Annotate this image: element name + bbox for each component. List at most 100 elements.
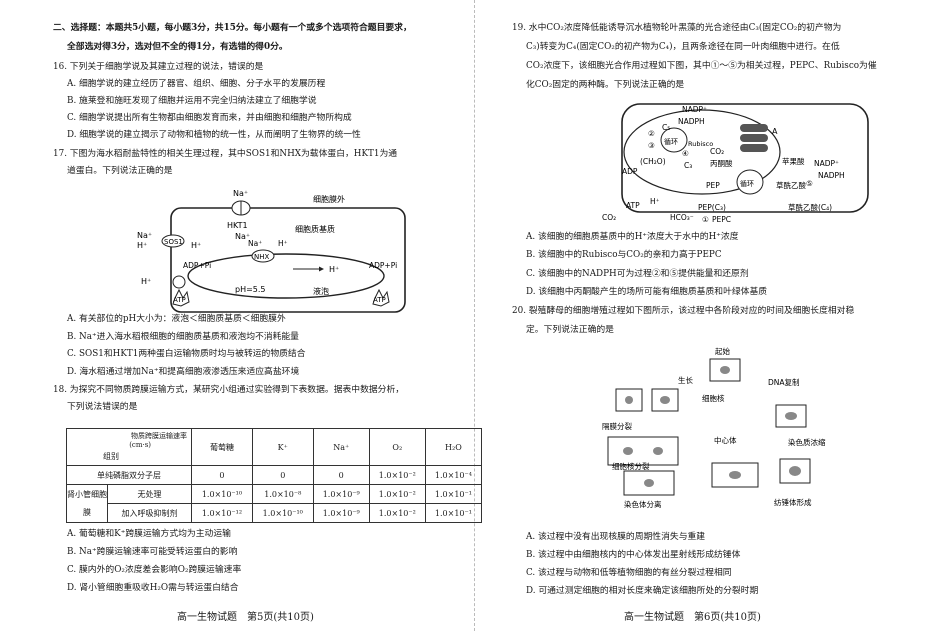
fig19-c5: C₅ xyxy=(662,123,670,132)
row3-v4: 1.0×10⁻¹ xyxy=(424,503,483,523)
fig20-nucdiv: 细胞核分裂 xyxy=(612,461,650,471)
fig17-cytosol: 细胞质基质 xyxy=(295,224,335,234)
fig19-c3: C₃ xyxy=(684,161,692,170)
fig17-h-left: H⁺ xyxy=(137,241,147,250)
group2-label: 肾小管细胞膜 xyxy=(66,484,108,523)
left-text-line: C. SOS1和HKT1两种蛋白运输物质时均与被转运的物质结合 xyxy=(67,349,306,359)
fig19-nadph: NADPH xyxy=(678,117,705,126)
column-divider xyxy=(474,0,475,631)
row1-v2: 0 xyxy=(312,465,370,485)
row1-v1: 0 xyxy=(251,465,314,485)
col-h2o: H₂O xyxy=(424,428,483,466)
fig19-a: A xyxy=(772,127,778,136)
fig19-n5: ⑤ xyxy=(806,179,813,188)
right-text-line: D. 可通过测定细胞的相对长度来确定该细胞所处的分裂时期 xyxy=(526,586,759,596)
right-text-line: C₃)转变为C₄(固定CO₂的初产物为C₄)，且两条途径在同一叶肉细胞中进行。在… xyxy=(526,42,840,52)
fig17-na-in: Na⁺ xyxy=(235,232,250,241)
figure-17-diagram: Na⁺ HKT1 细胞膜外 细胞质基质 Na⁺ SOS1 Na⁺ H⁺ H⁺ A… xyxy=(137,189,406,313)
fig19-co2b: CO₂ xyxy=(602,213,616,222)
left-text-line: 16. 下列关于细胞学说及其建立过程的说法，错误的是 xyxy=(53,62,264,72)
left-text-line: D. 肾小管细胞重吸收H₂O需与转运蛋白结合 xyxy=(67,583,239,593)
row2-v3: 1.0×10⁻² xyxy=(368,484,426,504)
fig20-growth: 生长 xyxy=(678,375,693,385)
right-text-line: A. 该细胞的细胞质基质中的H⁺浓度大于水中的H⁺浓度 xyxy=(526,232,739,242)
row3-label: 加入呼吸抑制剂 xyxy=(106,503,193,523)
figure-20-diagram: 起始 生长 DNA复制 细胞核 隔膜分裂 中心体 染色质浓缩 细胞核分裂 染色体… xyxy=(602,346,826,509)
fig19-h: H⁺ xyxy=(650,197,660,206)
left-text-line: D. 海水稻通过增加Na⁺和提高细胞液渗透压来适应高盐环境 xyxy=(67,367,300,377)
row2-v1: 1.0×10⁻⁸ xyxy=(251,484,314,504)
fig17-nhx: NHX xyxy=(254,253,270,261)
table-row: 单纯磷脂双分子层 0 0 0 1.0×10⁻² 1.0×10⁻⁴ xyxy=(65,465,483,485)
left-text-line: A. 有关部位的pH大小为：液泡＜细胞质基质＜细胞膜外 xyxy=(67,314,286,324)
row2-v2: 1.0×10⁻⁹ xyxy=(312,484,370,504)
fig17-sos1: SOS1 xyxy=(164,238,183,246)
fig19-n3: ③ xyxy=(648,141,655,150)
table-header-group: 组别 xyxy=(103,452,119,461)
row2-label: 无处理 xyxy=(106,484,193,504)
row2-v0: 1.0×10⁻¹⁰ xyxy=(191,484,253,504)
left-text-line: B. Na⁺跨膜运输速率可能受转运蛋白的影响 xyxy=(67,547,238,557)
table-row: 加入呼吸抑制剂 1.0×10⁻¹² 1.0×10⁻¹⁰ 1.0×10⁻⁹ 1.0… xyxy=(67,503,483,523)
fig20-start: 起始 xyxy=(715,346,730,356)
fig19-n2: ② xyxy=(648,129,655,138)
row3-v0: 1.0×10⁻¹² xyxy=(191,503,253,523)
fig19-nadp2: NADP⁺ xyxy=(814,159,839,168)
fig19-pepc-c3: PEP(C₃) xyxy=(698,203,726,212)
fig17-na-nhx: Na⁺ xyxy=(248,239,262,248)
fig19-pepc: PEPC xyxy=(712,215,731,224)
fig17-vacuole: 液泡 xyxy=(313,286,329,296)
left-text-line: 18. 为探究不同物质跨膜运输方式，某研究小组通过实验得到下表数据。据表中数据分… xyxy=(53,385,405,395)
col-glucose: 葡萄糖 xyxy=(191,428,253,466)
fig19-hco3: HCO₃⁻ xyxy=(670,213,694,222)
right-text-line: C. 该过程与动物和低等植物细胞的有丝分裂过程相同 xyxy=(526,568,732,578)
col-o2: O₂ xyxy=(368,428,426,466)
fig20-dna: DNA复制 xyxy=(768,377,800,387)
fig20-centrosome: 中心体 xyxy=(714,435,737,445)
fig19-co2: CO₂ xyxy=(710,147,724,156)
fig17-adp-right: ADP+Pi xyxy=(369,261,397,270)
left-page: 二、选择题：本题共5小题，每小题3分，共15分。每小题有一个或多个选项符合题目要… xyxy=(53,0,483,631)
fig19-malate: 苹果酸 xyxy=(782,156,805,166)
right-page: 19. 水中CO₂浓度降低能诱导沉水植物轮叶黑藻的光合途径由C₃(固定CO₂的初… xyxy=(512,0,937,631)
fig19-c4cycle: 循环 xyxy=(740,179,754,188)
fig19-calvin: 循环 xyxy=(664,137,678,146)
fig20-chromsep: 染色体分离 xyxy=(624,499,662,509)
fig17-outside: 细胞膜外 xyxy=(313,194,345,204)
left-text-line: 全部选对得3分，选对但不全的得1分，有选错的得0分。 xyxy=(67,42,288,52)
fig20-spindle: 纺锤体形成 xyxy=(774,497,812,507)
row1-label: 单纯磷脂双分子层 xyxy=(65,465,193,485)
fig17-atp-left: ATP xyxy=(173,296,186,304)
right-text-line: B. 该过程中由细胞核内的中心体发出星射线形成纺锤体 xyxy=(526,550,741,560)
fig17-h-left2: H⁺ xyxy=(191,241,201,250)
table-18: 物质跨膜运输速率 (cm·s) 组别 葡萄糖 K⁺ Na⁺ O₂ H₂O 单纯磷… xyxy=(65,428,483,523)
left-text-line: B. 施莱登和施旺发现了细胞并运用不完全归纳法建立了细胞学说 xyxy=(67,96,317,106)
fig19-oaa2: 草酰乙酸(C₄) xyxy=(788,202,832,212)
fig20-condense: 染色质浓缩 xyxy=(788,437,826,447)
right-text-line: C. 该细胞中的NADPH可为过程②和⑤提供能量和还原剂 xyxy=(526,269,749,279)
row3-v1: 1.0×10⁻¹⁰ xyxy=(251,503,314,523)
left-text-line: 道蛋白。下列说法正确的是 xyxy=(67,166,173,176)
right-text-line: 化CO₂固定的两种酶。下列说法正确的是 xyxy=(526,80,685,90)
right-text-line: 20. 裂殖酵母的细胞增殖过程如下图所示，该过程中各阶段对应的时间及细胞长度相对… xyxy=(512,306,855,316)
fig19-oaa: 草酰乙酸 xyxy=(776,180,806,190)
fig17-na-top: Na⁺ xyxy=(233,189,248,198)
right-footer: 高一生物试题 第6页(共10页) xyxy=(624,612,761,623)
left-text-line: D. 细胞学说的建立揭示了动物和植物的统一性，从而阐明了生物界的统一性 xyxy=(67,130,361,140)
fig17-h-nhx: H⁺ xyxy=(278,239,288,248)
row3-v3: 1.0×10⁻² xyxy=(368,503,426,523)
left-text-line: C. 细胞学说提出所有生物都由细胞发育而来，并由细胞和细胞产物所构成 xyxy=(67,113,352,123)
figure-19-diagram: 循环 循环 A NADP⁺ NADPH C₅ ② ③ Rubisco ④ CO₂… xyxy=(602,103,869,224)
fig19-nadph2: NADPH xyxy=(818,171,845,180)
fig19-ch2o: (CH₂O) xyxy=(640,157,666,166)
left-text-line: C. 膜内外的O₂浓度差会影响O₂跨膜运输速率 xyxy=(67,565,242,575)
fig19-atp: ATP xyxy=(626,201,640,210)
fig19-nadp: NADP⁺ xyxy=(682,105,707,114)
left-text-line: A. 葡萄糖和K⁺跨膜运输方式均为主动运输 xyxy=(67,529,231,539)
fig17-na-left: Na⁺ xyxy=(137,231,152,240)
right-text-line: D. 该细胞中丙酮酸产生的场所可能有细胞质基质和叶绿体基质 xyxy=(526,287,768,297)
row1-v3: 1.0×10⁻² xyxy=(368,465,426,485)
row1-v4: 1.0×10⁻⁴ xyxy=(424,465,483,485)
fig17-adp-left: ADP+Pi xyxy=(183,261,211,270)
fig19-pep: PEP xyxy=(706,181,720,190)
